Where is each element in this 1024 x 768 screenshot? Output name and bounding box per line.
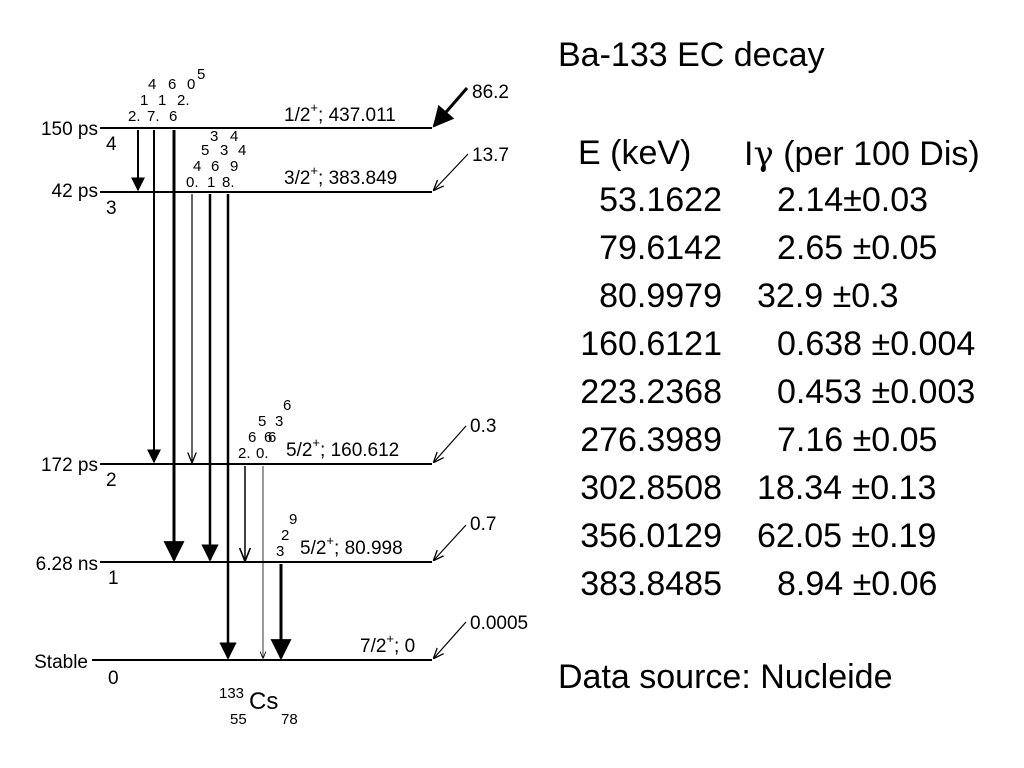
panel-title: Ba-133 EC decay xyxy=(558,36,825,74)
gamma-energy-digit: 0. xyxy=(186,174,199,191)
intensity-cell: 8.94 ±0.06 xyxy=(777,565,938,603)
level-label-2: 5/2+; 160.612 xyxy=(286,435,399,461)
feed-arrow-level-3 xyxy=(434,153,469,190)
halflife-level-0: Stable xyxy=(34,652,88,673)
nucleus-neutron-number: 78 xyxy=(281,711,298,728)
energy-cell: 160.6121 xyxy=(580,325,722,363)
feed-arrow-level-2 xyxy=(434,425,467,462)
gamma-energy-digit: 8. xyxy=(222,174,235,191)
intensity-cell: 32.9 ±0.3 xyxy=(757,277,899,315)
nucleus-mass-number: 133 xyxy=(219,685,244,702)
gamma-energy-digit: 0. xyxy=(256,445,269,462)
level-number-1: 1 xyxy=(108,568,119,589)
intensity-column-header: Iγ (per 100 Dis) xyxy=(744,134,980,174)
gamma-energy-digit: 6 xyxy=(248,429,256,446)
feed-value-level-3: 13.7 xyxy=(472,145,509,166)
level-label-4: 1/2+; 437.011 xyxy=(284,100,396,126)
energy-cell: 356.0129 xyxy=(580,517,722,555)
gamma-energy-digit: 2. xyxy=(128,108,141,125)
gamma-energy-digit: 3 xyxy=(276,543,284,560)
energy-cell: 53.1622 xyxy=(599,181,722,219)
feed-value-level-0: 0.0005 xyxy=(470,613,528,634)
gamma-energy-digit: 4 xyxy=(193,158,201,175)
energy-cell: 79.6142 xyxy=(599,229,722,267)
level-label-0: 7/2+; 0 xyxy=(360,631,415,657)
gamma-energy-digit: 9 xyxy=(289,511,297,528)
energy-column-header: E (keV) xyxy=(578,134,692,172)
intensity-cell: 7.16 ±0.05 xyxy=(777,421,938,459)
feed-arrow-level-4 xyxy=(432,87,469,128)
gamma-energy-digit: 6 xyxy=(264,429,272,446)
energy-cell: 276.3989 xyxy=(580,421,722,459)
level-label-3: 3/2+; 383.849 xyxy=(284,163,397,189)
intensity-cell: 62.05 ±0.19 xyxy=(757,517,937,555)
gamma-energy-digit: 3 xyxy=(275,413,283,430)
halflife-level-4: 150 ps xyxy=(41,119,98,140)
gamma-energy-digit: 1 xyxy=(140,92,148,109)
gamma-energy-digit: 6 xyxy=(283,397,291,414)
level-number-0: 0 xyxy=(108,668,119,689)
intensity-cell: 0.453 ±0.003 xyxy=(777,373,976,411)
level-number-3: 3 xyxy=(106,198,117,219)
gamma-energy-digit: 1 xyxy=(158,92,166,109)
gamma-energy-digit: 2. xyxy=(238,445,251,462)
gamma-energy-digit: 4 xyxy=(230,128,238,145)
feed-arrow-level-1 xyxy=(434,524,467,560)
feed-arrow-level-0 xyxy=(434,621,467,658)
energy-cell: 223.2368 xyxy=(580,373,722,411)
gamma-energy-digit: 6 xyxy=(211,158,219,175)
gamma-energy-digit: 9 xyxy=(230,158,238,175)
gamma-energy-digit: 5 xyxy=(197,66,205,83)
gamma-energy-digit: 0 xyxy=(187,76,195,93)
energy-cell: 383.8485 xyxy=(580,565,722,603)
level-number-4: 4 xyxy=(106,134,117,155)
feed-value-level-4: 86.2 xyxy=(472,82,509,103)
gamma-energy-digit: 4 xyxy=(148,76,156,93)
energy-cell: 302.8508 xyxy=(580,469,722,507)
gamma-energy-digit: 6 xyxy=(169,108,177,125)
nucleus-symbol: Cs xyxy=(249,688,278,715)
intensity-cell: 18.34 ±0.13 xyxy=(757,469,937,507)
halflife-level-3: 42 ps xyxy=(52,181,98,202)
gamma-energy-digit: 4 xyxy=(238,142,246,159)
gamma-energy-digit: 6 xyxy=(268,429,276,446)
intensity-cell: 2.14±0.03 xyxy=(777,181,929,219)
gamma-energy-digit: 6 xyxy=(168,76,176,93)
gamma-energy-digit: 5 xyxy=(258,413,266,430)
feed-value-level-2: 0.3 xyxy=(470,416,496,437)
level-label-1: 5/2+; 80.998 xyxy=(300,533,403,559)
gamma-energy-digit: 5 xyxy=(201,142,209,159)
energy-cell: 80.9979 xyxy=(599,277,722,315)
feed-value-level-1: 0.7 xyxy=(470,514,496,535)
data-source-note: Data source: Nucleide xyxy=(558,658,893,696)
gamma-energy-digit: 3 xyxy=(220,142,228,159)
gamma-energy-digit: 3 xyxy=(210,128,218,145)
intensity-cell: 0.638 ±0.004 xyxy=(777,325,976,363)
halflife-level-1: 6.28 ns xyxy=(36,554,98,575)
intensity-cell: 2.65 ±0.05 xyxy=(777,229,938,267)
gamma-energy-digit: 1 xyxy=(207,174,215,191)
gamma-energy-digit: 2 xyxy=(281,527,289,544)
nucleus-atomic-number: 55 xyxy=(230,711,247,728)
gamma-energy-digit: 7. xyxy=(147,108,160,125)
level-number-2: 2 xyxy=(106,470,117,491)
halflife-level-2: 172 ps xyxy=(41,455,98,476)
decay-scheme-diagram: 150 ps 42 ps 172 ps 6.28 ns Stable 4 3 2… xyxy=(34,66,528,728)
gamma-energy-digit: 2. xyxy=(177,92,190,109)
